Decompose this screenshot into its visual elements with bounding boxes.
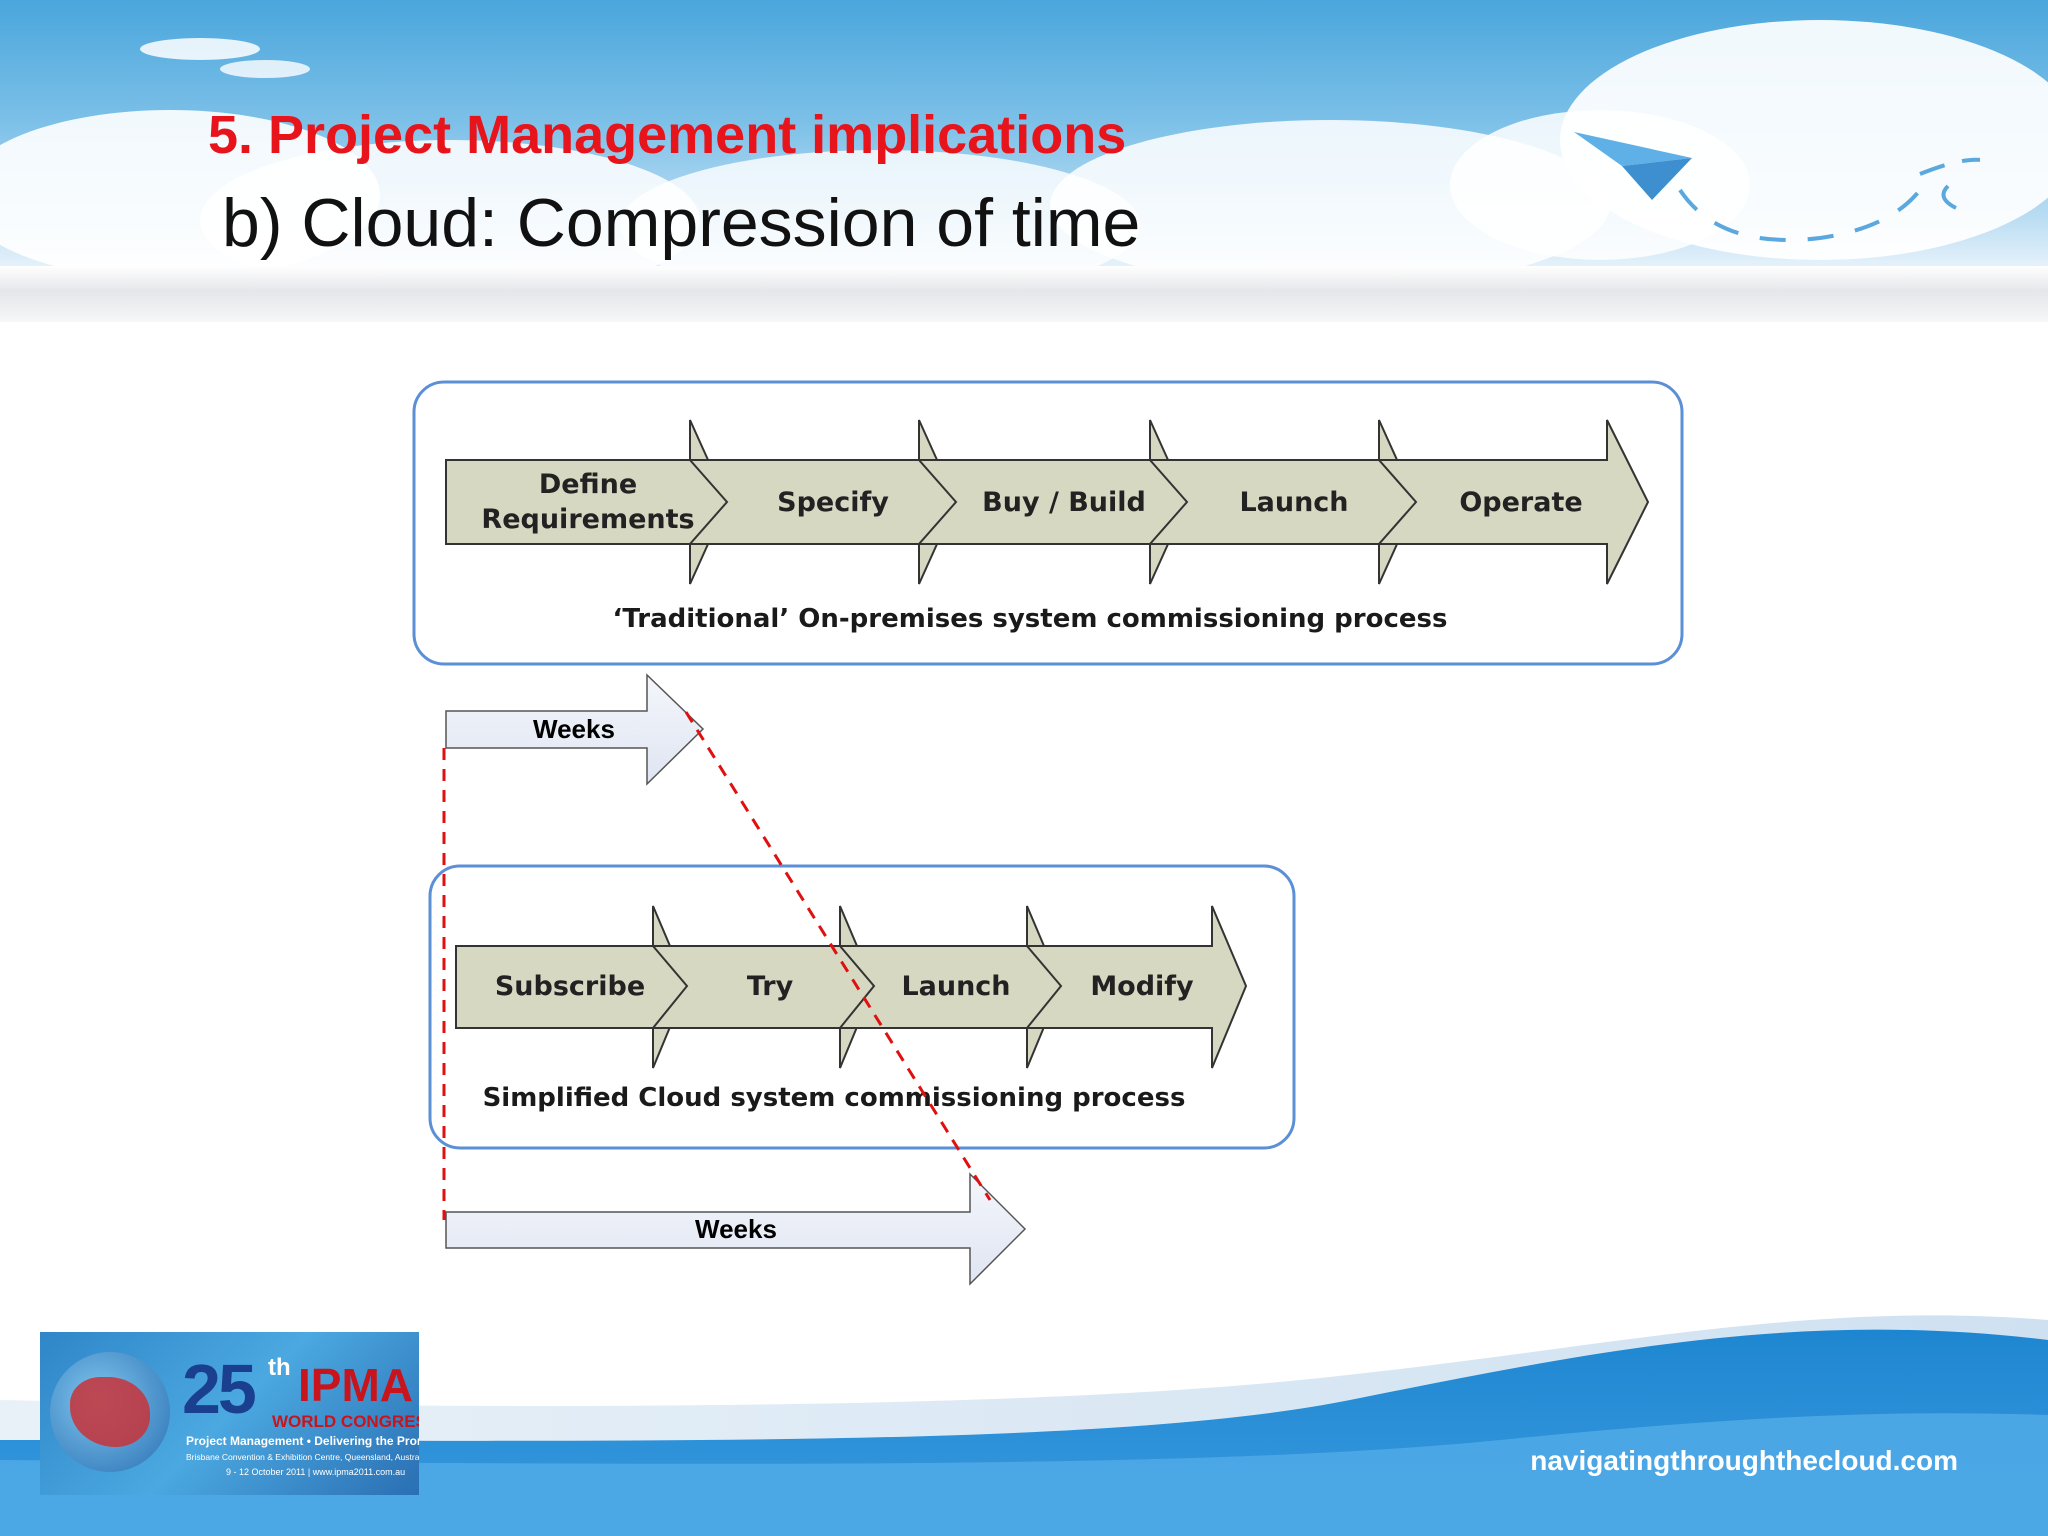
cloud-process-caption: Simplified Cloud system commissioning pr…	[483, 1083, 1186, 1113]
cloud-shape	[1450, 110, 1750, 260]
logo-separator: |	[307, 1467, 313, 1477]
step-label-buy-build: Buy / Build	[982, 487, 1146, 518]
logo-ordinal-suffix: th	[268, 1354, 291, 1381]
logo-event: WORLD CONGRESS	[272, 1412, 419, 1431]
logo-dates-website: 9 - 12 October 2011 | www.ipma2011.com.a…	[226, 1467, 405, 1477]
step-label-specify: Specify	[777, 487, 889, 518]
cloud-shape	[220, 60, 310, 78]
step-arrow-launch-cloud	[837, 905, 1063, 1069]
step-label-operate: Operate	[1459, 487, 1582, 518]
step-label-launch: Launch	[1239, 487, 1348, 518]
cloud-shape	[200, 140, 700, 270]
compression-dashed-line	[684, 711, 992, 1201]
logo-website: www.ipma2011.com.au	[312, 1467, 406, 1477]
paper-plane-icon	[1574, 132, 1980, 242]
traditional-weeks-arrow	[445, 673, 705, 786]
slide-title: 5. Project Management implications	[208, 105, 1127, 165]
footer-website-url: navigatingthroughthecloud.com	[1530, 1445, 1958, 1476]
step-arrow-operate	[1376, 419, 1650, 585]
logo-tagline: Project Management • Delivering the Prom…	[186, 1434, 419, 1448]
step-label-define: Define	[539, 469, 637, 500]
step-label-launch-cloud: Launch	[901, 971, 1010, 1002]
logo-name: IPMA	[298, 1359, 413, 1411]
australia-map-icon	[70, 1377, 150, 1447]
step-label-subscribe: Subscribe	[495, 971, 645, 1002]
traditional-weeks-label: Weeks	[533, 714, 615, 744]
cloud-weeks-arrow	[445, 1172, 1027, 1286]
traditional-process-caption: ‘Traditional’ On-premises system commiss…	[613, 604, 1448, 634]
logo-venue: Brisbane Convention & Exhibition Centre,…	[186, 1452, 419, 1462]
logo-number: 25	[182, 1350, 257, 1428]
step-label-modify: Modify	[1090, 971, 1194, 1002]
ipma-congress-logo: 25 th IPMA WORLD CONGRESS Project Manage…	[40, 1332, 419, 1495]
header-divider-band	[0, 266, 2048, 322]
footer-wave-background	[0, 1315, 2048, 1536]
step-arrow-specify	[687, 419, 958, 585]
step-label-try: Try	[747, 971, 794, 1002]
step-arrow-buy-build	[916, 419, 1189, 585]
cloud-weeks-label: Weeks	[695, 1214, 777, 1244]
step-arrow-modify	[1024, 905, 1248, 1069]
step-label-requirements: Requirements	[481, 504, 694, 535]
sky-header-background	[0, 0, 2048, 270]
slide-subtitle: b) Cloud: Compression of time	[222, 185, 1141, 261]
step-arrow-launch	[1147, 419, 1418, 585]
step-arrow-try	[650, 905, 876, 1069]
logo-dates: 9 - 12 October 2011	[226, 1467, 306, 1477]
cloud-shape	[140, 38, 260, 60]
